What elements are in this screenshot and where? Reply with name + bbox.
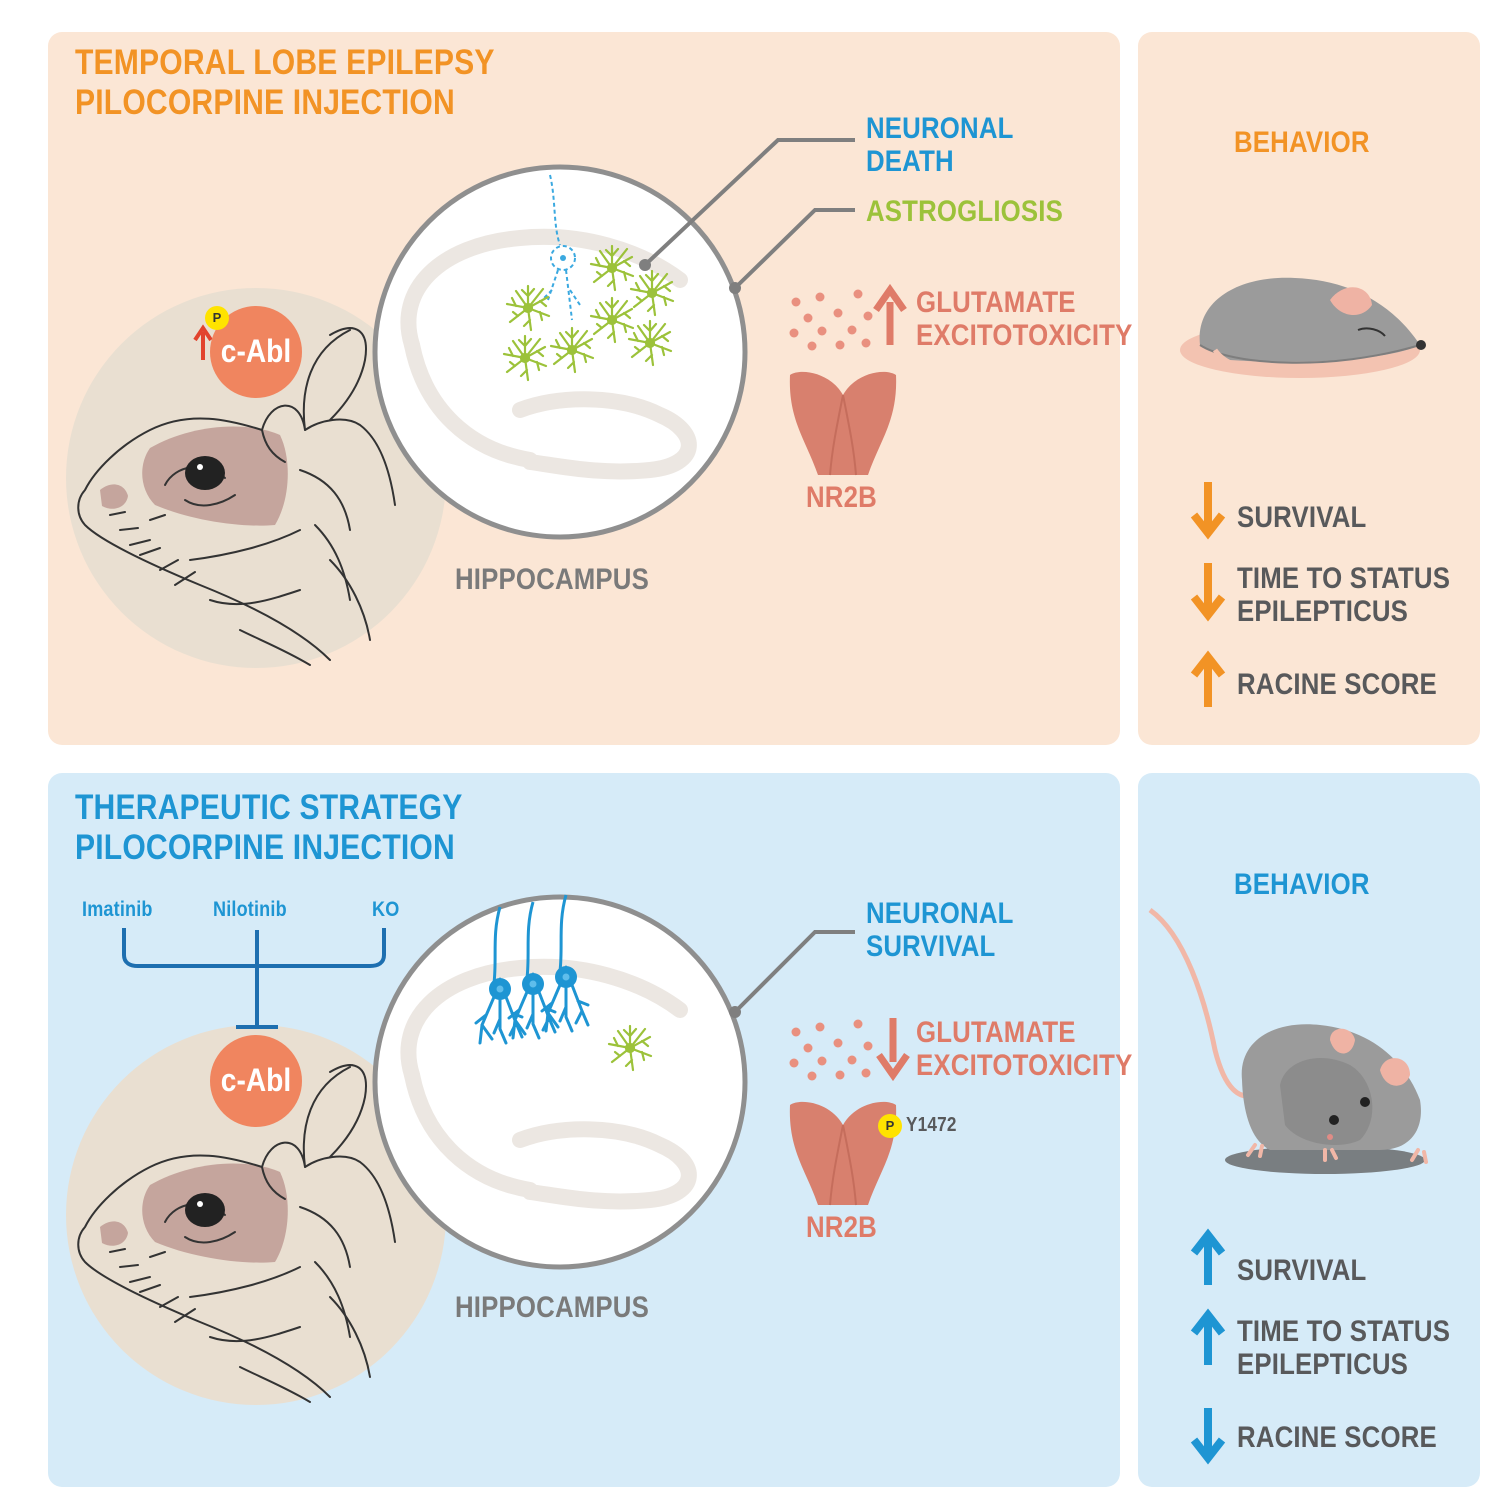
behavior-time-status-bottom-line2: EPILEPTICUS bbox=[1237, 1348, 1409, 1381]
neuronal-survival-label-line1: NEURONAL bbox=[866, 897, 1014, 930]
neuronal-death-label-line2: DEATH bbox=[866, 145, 954, 178]
glutamate-label-line2: EXCITOTOXICITY bbox=[916, 1049, 1133, 1082]
behavior-title-bottom: BEHAVIOR bbox=[1234, 868, 1370, 901]
glutamate-label-line2: EXCITOTOXICITY bbox=[916, 319, 1133, 352]
bottom-title-line2: PILOCORPINE INJECTION bbox=[75, 828, 455, 867]
phospho-badge: P bbox=[205, 306, 229, 330]
top-title-line2: PILOCORPINE INJECTION bbox=[75, 83, 455, 122]
cabl-node-bottom: c-Abl bbox=[210, 1035, 302, 1127]
drug-imatinib: Imatinib bbox=[82, 898, 153, 921]
behavior-survival-bottom: SURVIVAL bbox=[1237, 1254, 1367, 1287]
hippocampus-label-top: HIPPOCAMPUS bbox=[455, 563, 649, 596]
behavior-survival-top: SURVIVAL bbox=[1237, 501, 1367, 534]
top-behavior-panel bbox=[1138, 32, 1480, 745]
glutamate-label-line1: GLUTAMATE bbox=[916, 286, 1076, 319]
nr2b-label-bottom: NR2B bbox=[806, 1211, 877, 1244]
behavior-time-status-top-line2: EPILEPTICUS bbox=[1237, 595, 1409, 628]
nr2b-label-top: NR2B bbox=[806, 481, 877, 514]
behavior-time-status-top-line1: TIME TO STATUS bbox=[1237, 562, 1451, 595]
hippocampus-label-bottom: HIPPOCAMPUS bbox=[455, 1291, 649, 1324]
phospho-site-label: Y1472 bbox=[906, 1114, 957, 1136]
drug-nilotinib: Nilotinib bbox=[213, 898, 287, 921]
drug-ko: KO bbox=[372, 898, 400, 921]
bottom-title-line1: THERAPEUTIC STRATEGY bbox=[75, 788, 463, 827]
behavior-time-status-bottom-line1: TIME TO STATUS bbox=[1237, 1315, 1451, 1348]
behavior-title-top: BEHAVIOR bbox=[1234, 126, 1370, 159]
top-title-line1: TEMPORAL LOBE EPILEPSY bbox=[75, 43, 495, 82]
behavior-racine-bottom: RACINE SCORE bbox=[1237, 1421, 1437, 1454]
neuronal-death-label-line1: NEURONAL bbox=[866, 112, 1014, 145]
neuronal-survival-label-line2: SURVIVAL bbox=[866, 930, 996, 963]
glutamate-label-line1: GLUTAMATE bbox=[916, 1016, 1076, 1049]
phospho-badge: P bbox=[878, 1114, 902, 1138]
behavior-racine-top: RACINE SCORE bbox=[1237, 668, 1437, 701]
cabl-label: c-Abl bbox=[220, 333, 292, 369]
cabl-label: c-Abl bbox=[220, 1062, 292, 1098]
astrogliosis-label: ASTROGLIOSIS bbox=[866, 195, 1064, 228]
